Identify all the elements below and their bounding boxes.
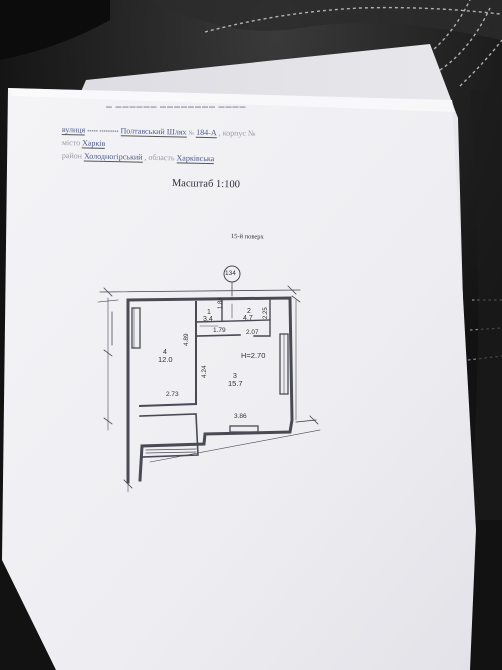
region-prefix: , область	[144, 152, 175, 163]
dimension-2-25: 2.25	[263, 307, 269, 319]
dimension-1-79: 1.79	[213, 327, 226, 334]
room-2-number: 2	[247, 308, 251, 315]
address-line-district: район Холодногірський , область Харківсь…	[61, 151, 215, 165]
street-number: 184-А	[196, 127, 217, 139]
street-name: Полтавський Шлях	[120, 126, 187, 138]
street-stub: вулиця	[61, 125, 86, 136]
dimension-3-86: 3.86	[234, 413, 247, 420]
dimension-2-73: 2.73	[166, 391, 179, 398]
room-3-area: 15.7	[228, 379, 243, 388]
scale-label: Масштаб 1:100	[171, 178, 241, 191]
dimension-4-24: 4.24	[201, 365, 208, 378]
header-stamp-line: ▬ ▬▬▬▬▬▬ ▬▬▬▬▬▬▬▬ ▬▬▬▬	[106, 104, 247, 110]
city-prefix: місто	[61, 138, 81, 148]
room-3-number: 3	[233, 373, 237, 380]
floor-label: 15-й поверх	[230, 233, 264, 241]
region-name: Харківська	[176, 153, 215, 165]
room-1-area: 3.4	[203, 316, 213, 323]
city-name: Харків	[82, 138, 106, 149]
room-4-number: 4	[163, 349, 167, 356]
street-tail: , корпус №	[218, 128, 256, 139]
room-4-area: 12.0	[158, 355, 173, 364]
address-line-city: місто Харків	[61, 138, 106, 149]
district-prefix: район	[61, 151, 83, 161]
dimension-1-88: 1.88	[218, 297, 224, 309]
axis-label: 134	[225, 270, 236, 277]
dimension-2-07: 2.07	[246, 329, 259, 336]
room-1-number: 1	[207, 309, 211, 316]
district-name: Холодногірський	[83, 151, 143, 163]
dimension-4-89: 4.89	[183, 333, 190, 346]
ceiling-height: H=2.70	[241, 351, 266, 360]
room-2-area: 4.7	[243, 315, 253, 322]
